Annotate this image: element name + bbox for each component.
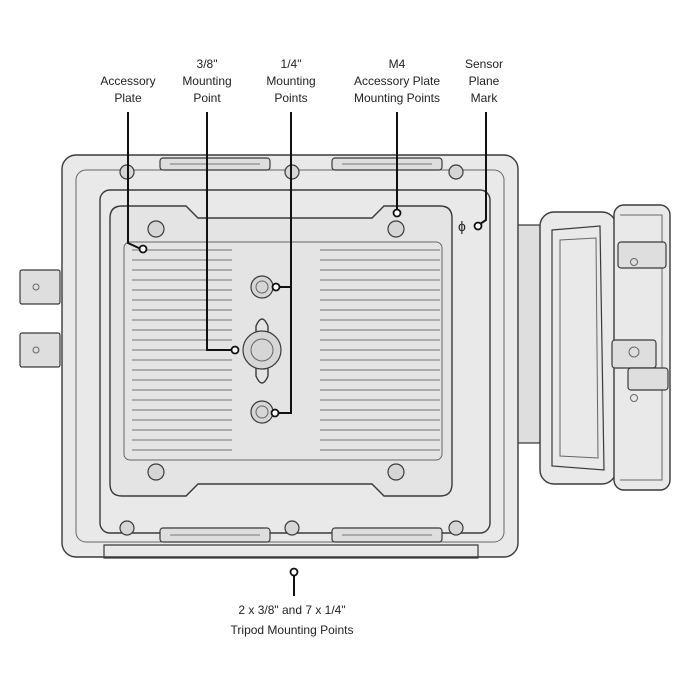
left-connectors	[19, 269, 61, 368]
label-line: Mounting Points	[354, 91, 440, 105]
label-line: Tripod Mounting Points	[231, 623, 354, 637]
callout-lines	[127, 112, 487, 596]
label-tripod-mounting-points: 2 x 3/8" and 7 x 1/4" Tripod Mounting Po…	[231, 603, 354, 637]
label-line: Mark	[471, 91, 499, 105]
plate-grooves	[132, 249, 440, 451]
label-line: Mounting	[266, 74, 315, 88]
label-m4-mounting-points: M4 Accessory Plate Mounting Points	[354, 57, 440, 105]
label-line: Sensor	[465, 57, 503, 71]
label-line: Point	[193, 91, 221, 105]
center-mounts	[242, 275, 282, 424]
label-accessory-plate: Accessory Plate	[100, 74, 155, 105]
label-line: Accessory	[100, 74, 155, 88]
accessory-plate	[109, 205, 453, 497]
label-line: 3/8"	[197, 57, 218, 71]
label-line: Mounting	[182, 74, 231, 88]
label-line: M4	[389, 57, 406, 71]
label-line: Accessory Plate	[354, 74, 440, 88]
label-line: 1/4"	[281, 57, 302, 71]
label-line: 2 x 3/8" and 7 x 1/4"	[238, 603, 345, 617]
label-sensor-plane-mark: Sensor Plane Mark	[465, 57, 503, 105]
label-line: Plate	[114, 91, 142, 105]
label-line: Plane	[469, 74, 500, 88]
label-38-mounting-point: 3/8" Mounting Point	[182, 57, 231, 105]
label-14-mounting-points: 1/4" Mounting Points	[266, 57, 315, 105]
sensor-plane-symbol: ϕ	[458, 218, 466, 234]
label-line: Points	[274, 91, 307, 105]
lens-mount	[499, 204, 671, 491]
